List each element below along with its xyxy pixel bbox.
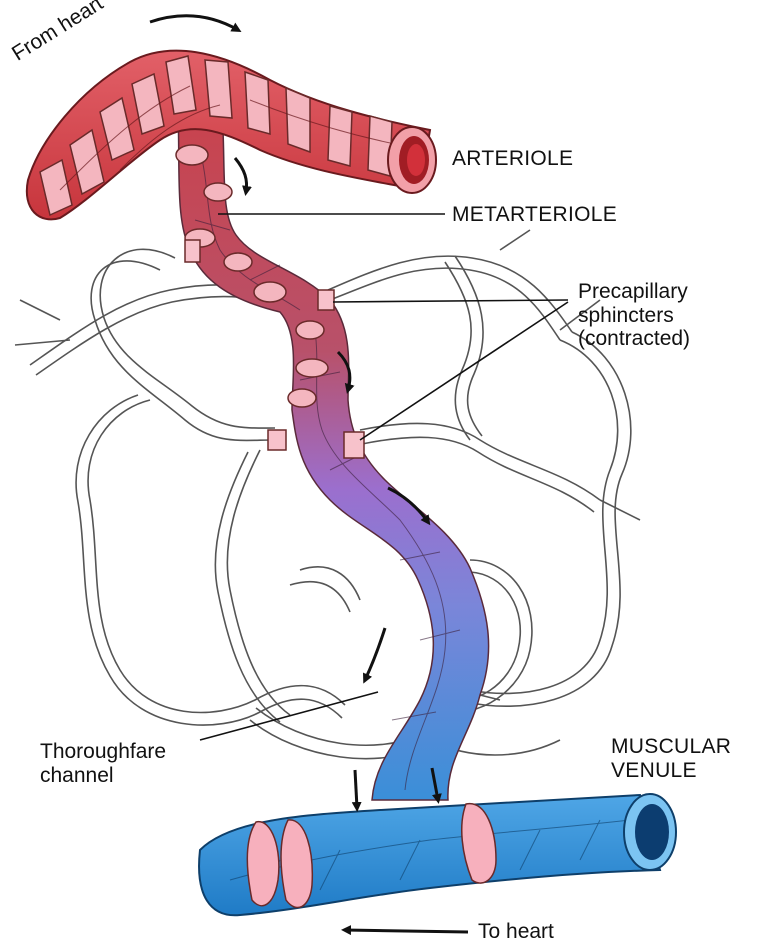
label-muscular-venule: MUSCULAR VENULE — [611, 735, 731, 782]
label-precapillary-line2: sphincters — [578, 304, 690, 328]
label-thoroughfare-line1: Thoroughfare — [40, 740, 166, 764]
label-thoroughfare-line2: channel — [40, 764, 166, 788]
label-arteriole: ARTERIOLE — [452, 147, 573, 171]
label-precapillary-sphincters: Precapillary sphincters (contracted) — [578, 280, 690, 351]
label-precapillary-line3: (contracted) — [578, 327, 690, 351]
label-precapillary-line1: Precapillary — [578, 280, 690, 304]
venule-vessel — [199, 794, 676, 915]
label-thoroughfare-channel: Thoroughfare channel — [40, 740, 166, 787]
label-to-heart: To heart — [478, 920, 554, 944]
label-venule-line1: MUSCULAR — [611, 735, 731, 759]
label-metarteriole: METARTERIOLE — [452, 203, 617, 227]
label-venule-line2: VENULE — [611, 759, 731, 783]
